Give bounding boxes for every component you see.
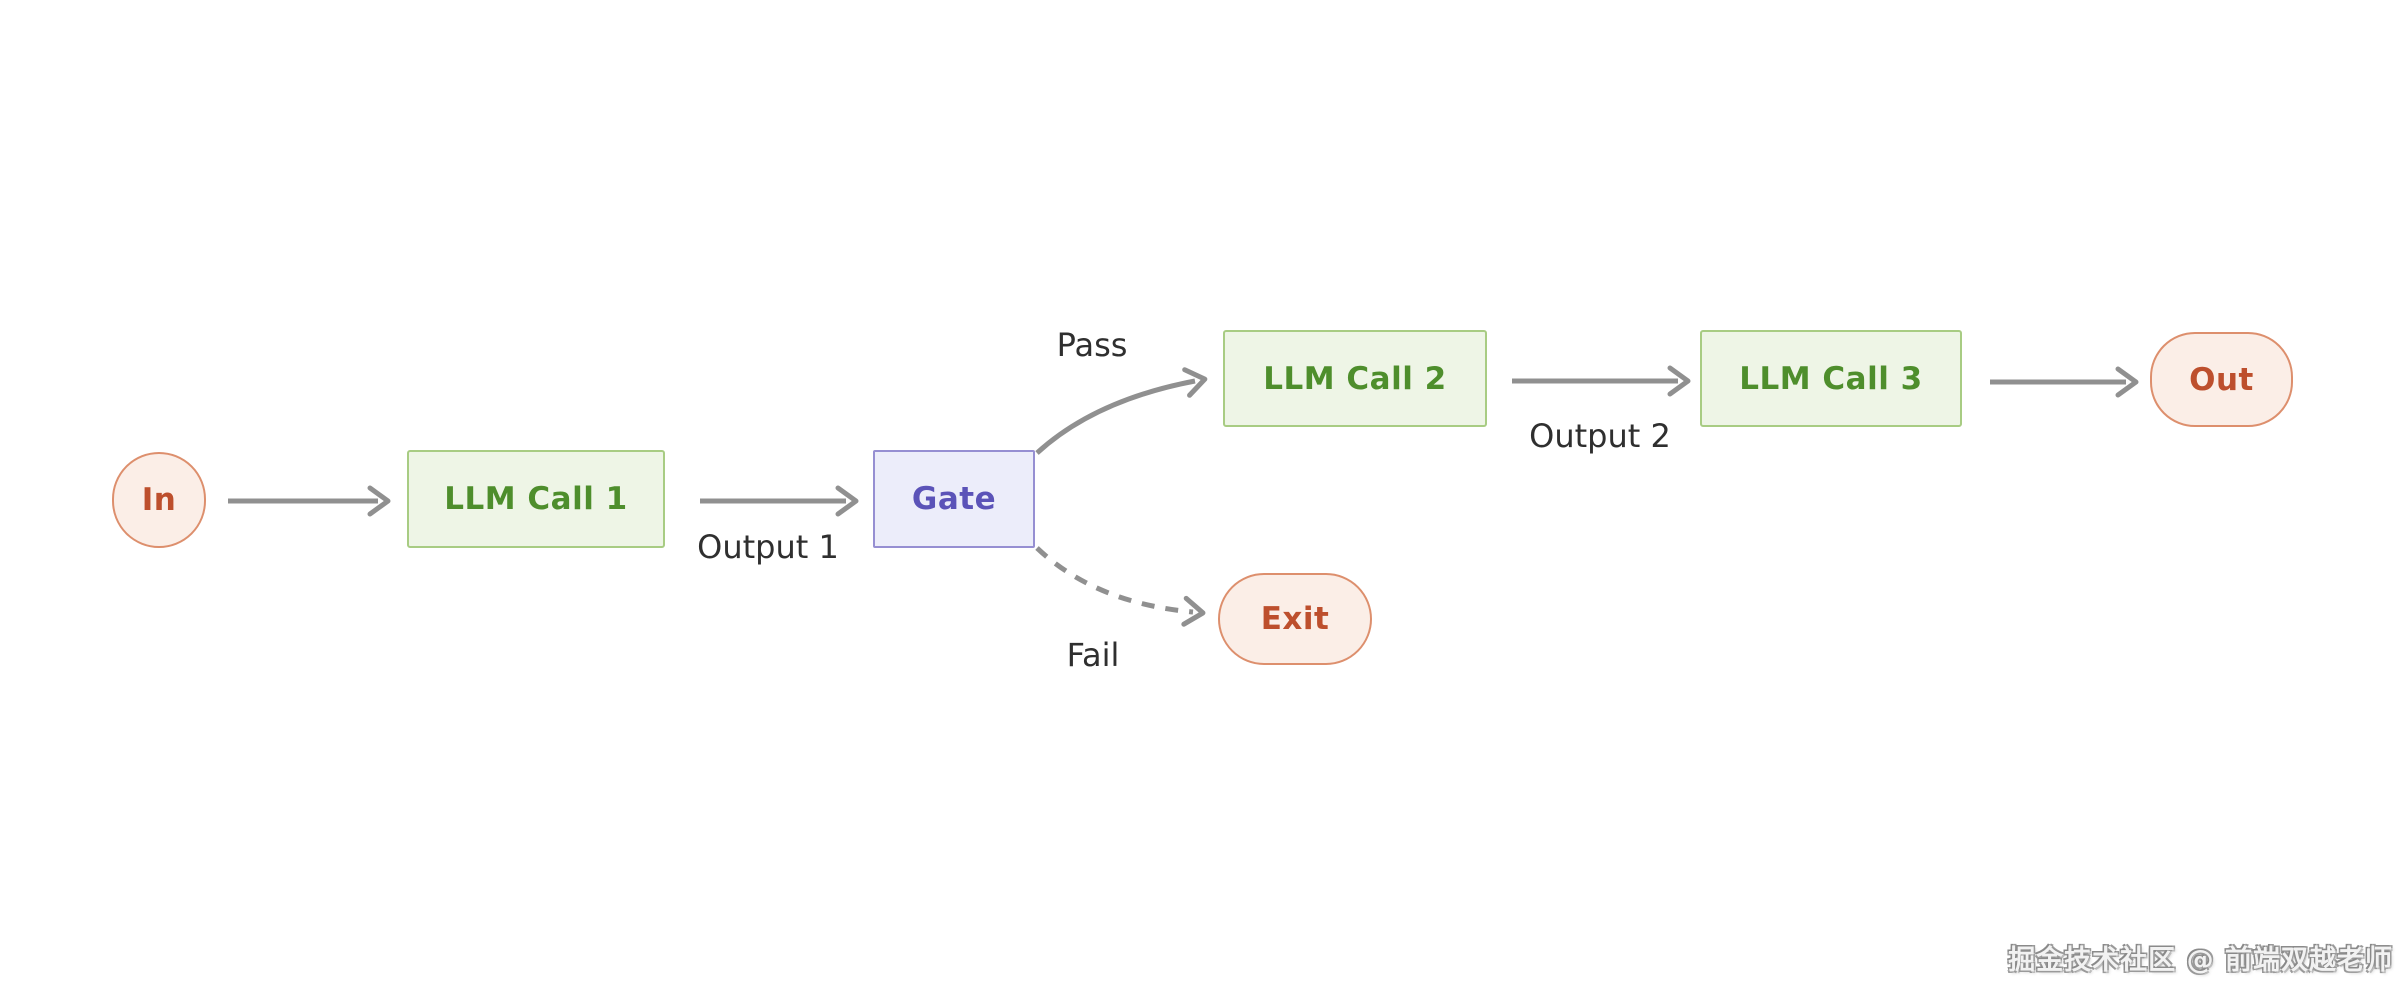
node-llm-call-1: LLM Call 1 <box>407 450 665 548</box>
node-llm-call-2: LLM Call 2 <box>1223 330 1487 427</box>
node-out-label: Out <box>2189 361 2254 398</box>
node-gate-label: Gate <box>911 481 997 517</box>
watermark-text: 掘金技术社区 @ 前端双越老师 <box>2008 945 2393 976</box>
node-gate: Gate <box>873 450 1035 548</box>
node-llm-call-3: LLM Call 3 <box>1700 330 1962 427</box>
node-in: In <box>112 452 206 548</box>
node-in-label: In <box>141 482 177 518</box>
node-exit-label: Exit <box>1260 601 1330 637</box>
edge-gate-pass-to-llm2 <box>1035 367 1208 455</box>
edge-label-output-1: Output 1 <box>693 528 843 566</box>
node-llm-call-1-label: LLM Call 1 <box>444 481 628 517</box>
edge-label-fail: Fail <box>1062 636 1124 674</box>
node-llm-call-2-label: LLM Call 2 <box>1263 360 1447 397</box>
edge-gate-fail-to-exit <box>1035 546 1206 627</box>
node-out: Out <box>2150 332 2293 427</box>
edge-label-pass: Pass <box>1052 326 1132 364</box>
node-exit: Exit <box>1218 573 1372 665</box>
node-llm-call-3-label: LLM Call 3 <box>1739 360 1923 397</box>
edge-label-output-2: Output 2 <box>1525 417 1675 455</box>
